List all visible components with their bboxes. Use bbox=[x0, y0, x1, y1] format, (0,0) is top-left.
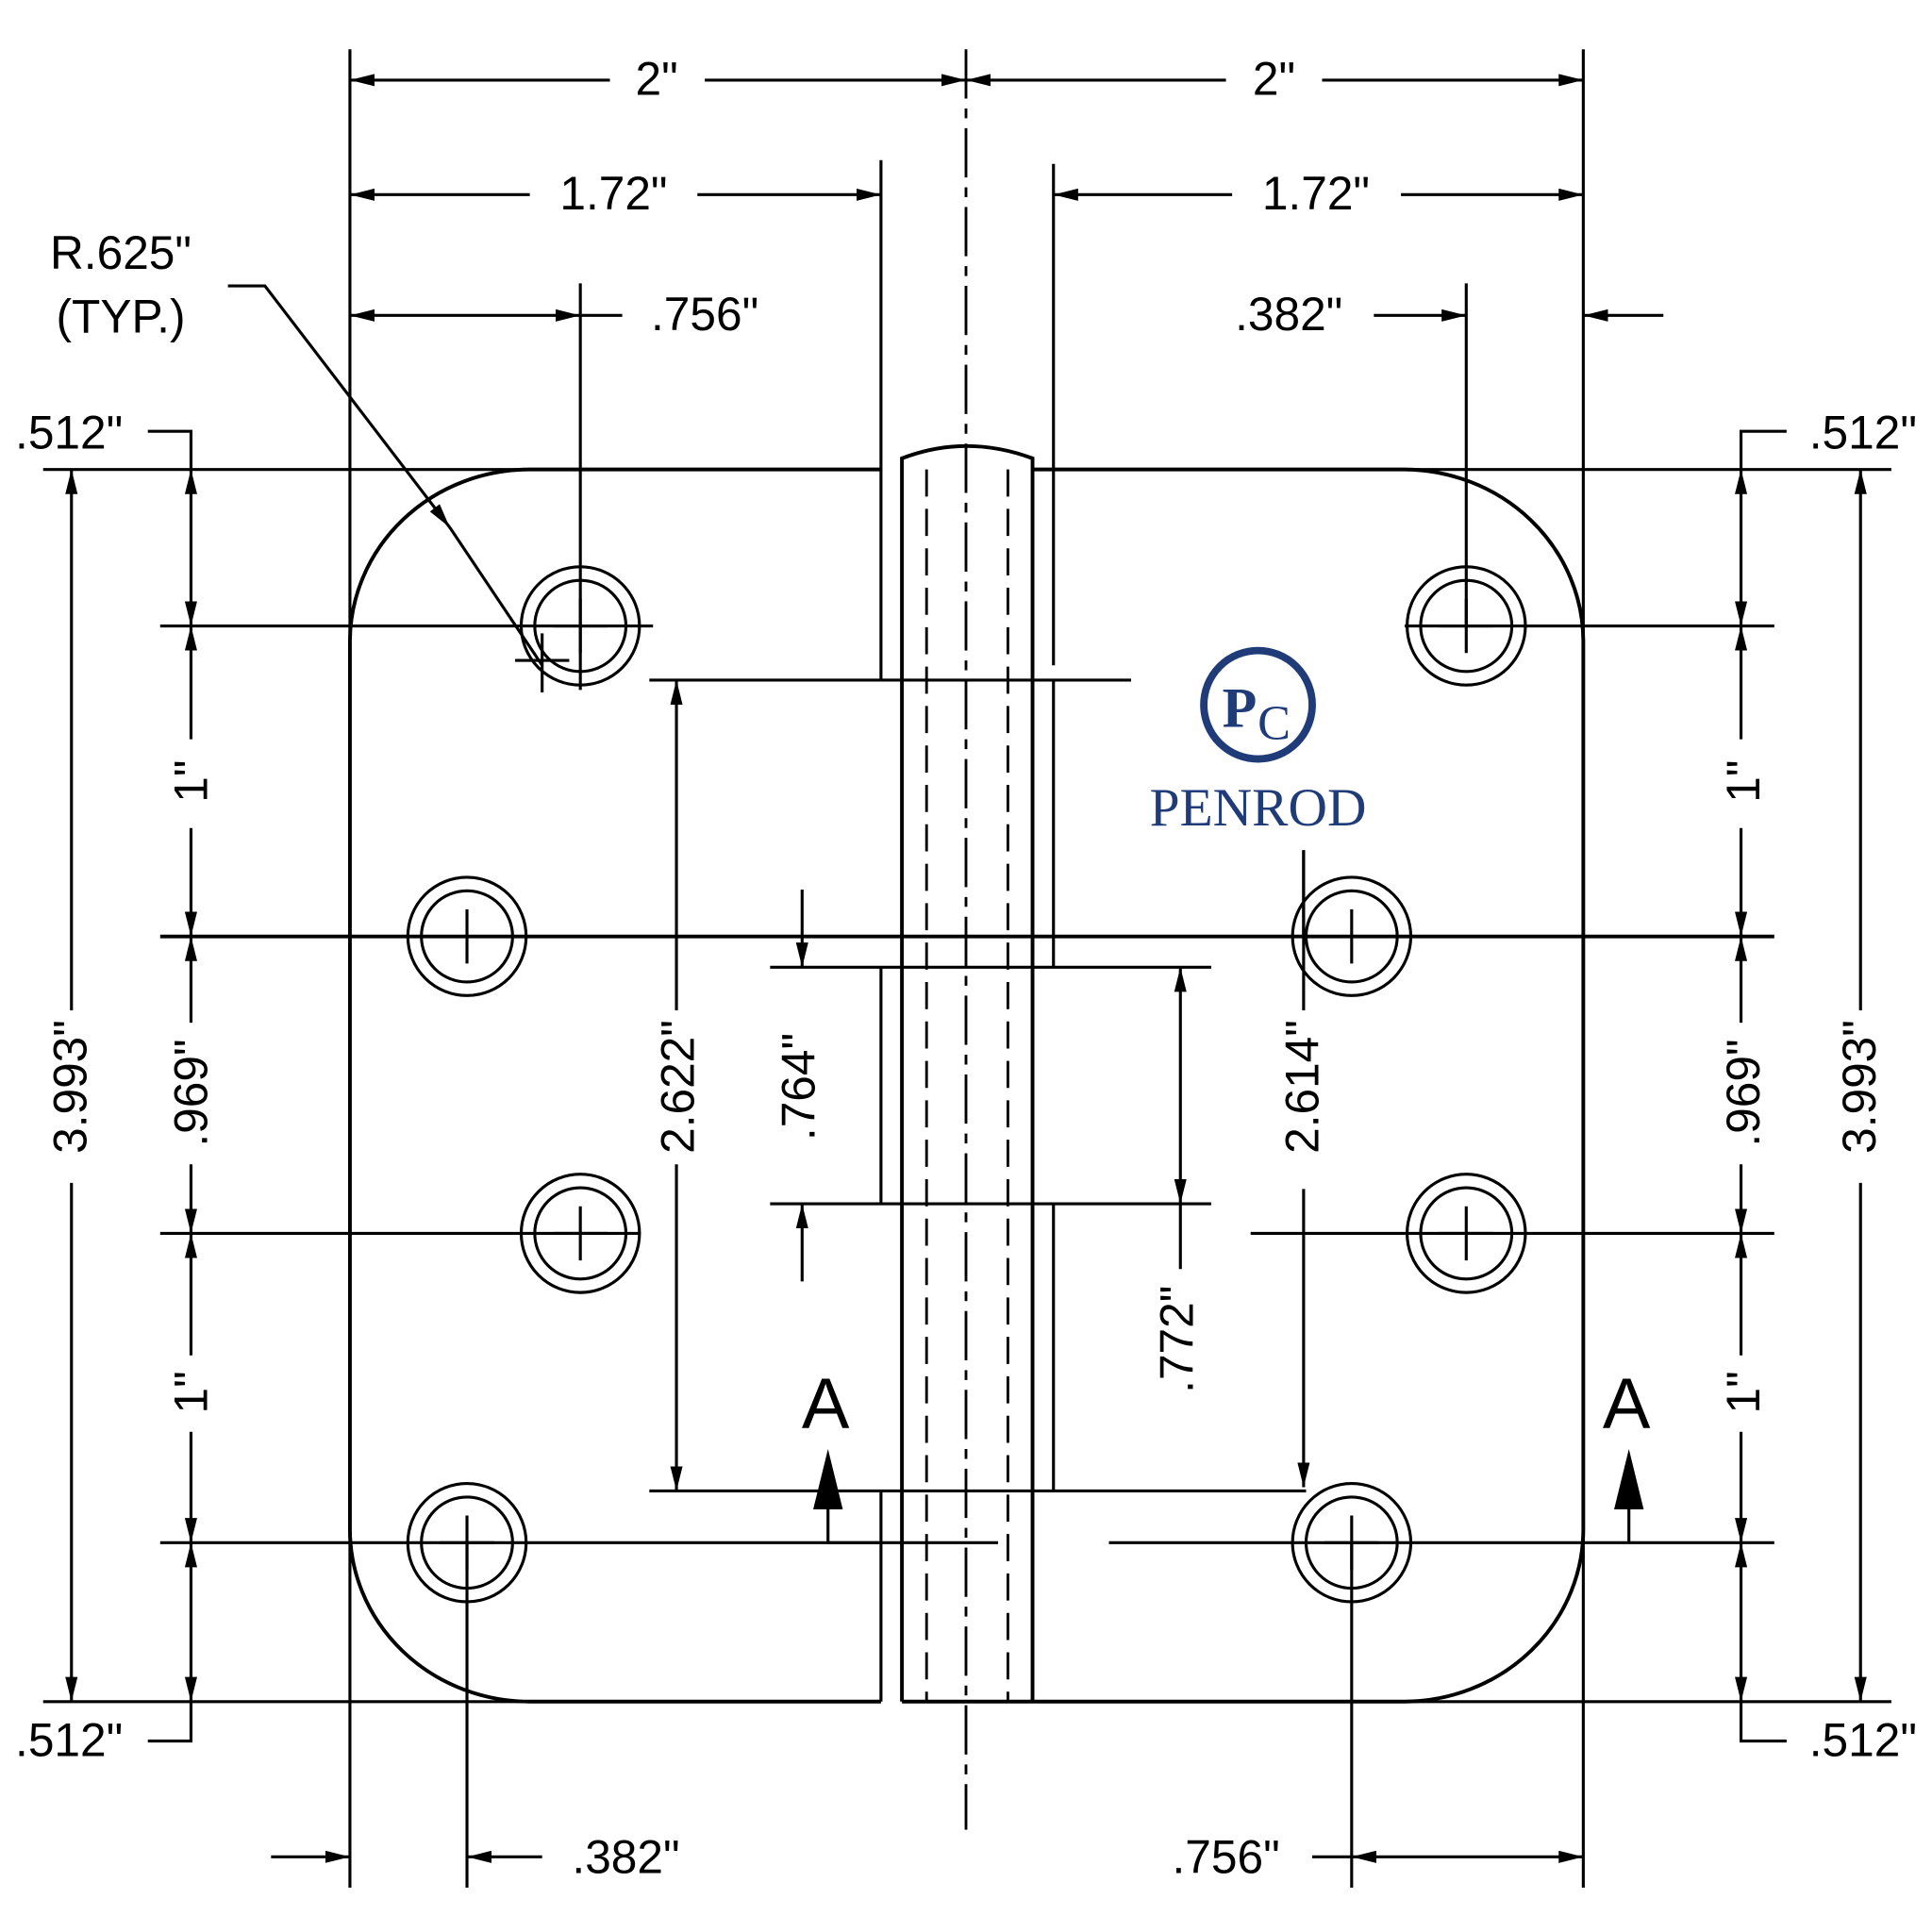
dim-label: 2.614" bbox=[1276, 1020, 1329, 1154]
penrod-logo: P C PENROD bbox=[1131, 641, 1367, 839]
dim-label: 3.993" bbox=[43, 1020, 96, 1154]
svg-text:P: P bbox=[1223, 676, 1257, 740]
logo-name: PENROD bbox=[1150, 778, 1367, 838]
dim-label: 2" bbox=[636, 53, 678, 106]
dim-label: .512" bbox=[15, 406, 123, 458]
dim-label: 1" bbox=[1717, 1371, 1770, 1413]
section-arrow-right bbox=[1614, 1449, 1644, 1509]
section-label: A bbox=[802, 1364, 850, 1444]
dimension-labels: 2" 2" 1.72" 1.72" .756" .382" R.625" (TY… bbox=[15, 53, 1917, 1884]
hinge-knuckle bbox=[649, 49, 1307, 1830]
dim-label: .756" bbox=[1172, 1830, 1279, 1883]
dim-label: .382" bbox=[572, 1830, 679, 1883]
radius-label: R.625" bbox=[50, 226, 192, 279]
dim-label: 3.993" bbox=[1833, 1020, 1886, 1154]
dim-label: .756" bbox=[651, 288, 758, 341]
dim-label: .512" bbox=[1809, 1713, 1917, 1766]
dim-label: .969" bbox=[164, 1039, 217, 1146]
dim-label: 2" bbox=[1253, 53, 1295, 106]
dim-label: 1.72" bbox=[1262, 167, 1370, 220]
dim-label: .772" bbox=[1150, 1286, 1203, 1393]
dim-label: .969" bbox=[1717, 1039, 1770, 1146]
dim-label: 1.72" bbox=[559, 167, 667, 220]
dim-label: .512" bbox=[15, 1713, 123, 1766]
dim-label: 1" bbox=[1717, 759, 1770, 802]
dimension-lines bbox=[42, 49, 1891, 1888]
section-label: A bbox=[1603, 1364, 1651, 1444]
section-arrow-left bbox=[813, 1449, 843, 1509]
dim-label: 2.622" bbox=[651, 1020, 704, 1154]
dim-label: .512" bbox=[1809, 406, 1917, 458]
dim-label: 1" bbox=[164, 1371, 217, 1413]
radius-note: (TYP.) bbox=[57, 291, 186, 343]
dim-label: 1" bbox=[164, 759, 217, 802]
dim-label: .764" bbox=[772, 1033, 824, 1141]
svg-text:C: C bbox=[1257, 696, 1291, 751]
dim-label: .382" bbox=[1235, 288, 1342, 341]
